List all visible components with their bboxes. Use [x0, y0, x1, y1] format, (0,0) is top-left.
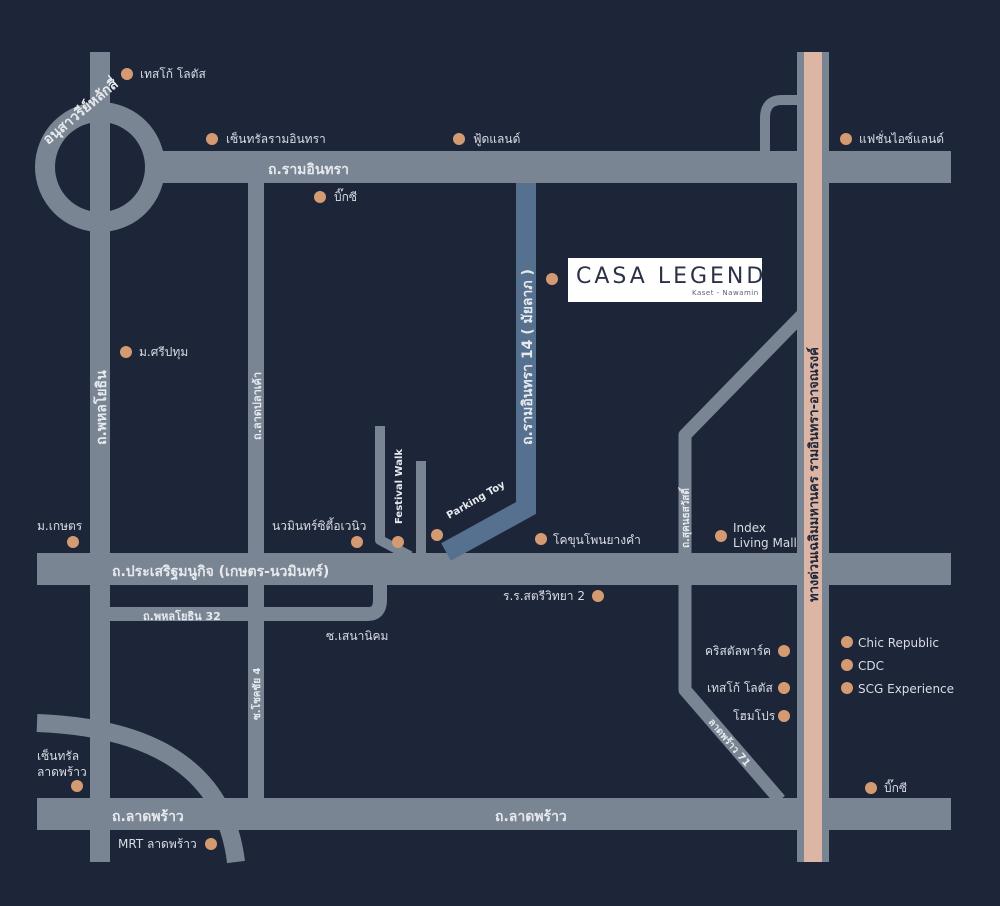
road-label-phahon32: ถ.พหลโยธิน 32: [143, 609, 221, 623]
poi-label-school: ร.ร.สตรีวิทยา 2: [503, 589, 585, 603]
project-name: CASA LEGEND: [576, 264, 766, 289]
road-soi-festival: [375, 426, 413, 561]
road-ladplakhao: [248, 183, 264, 800]
road-label-sukhonthasawat: ถ.สุคนธสวัสดิ์: [678, 487, 692, 548]
road-ramintra-14: [441, 183, 536, 561]
road-label-ladprao71: ลาดพร้าว 71: [706, 716, 753, 769]
poi-dot-central-ladprao: [71, 780, 83, 792]
road-highway-ramp: [760, 95, 805, 151]
road-label-ladprao-right: ถ.ลาดพร้าว: [495, 809, 567, 825]
road-phahon32: [110, 585, 387, 621]
poi-dot-crystal-park: [778, 645, 790, 657]
poi-dot-kokun: [535, 533, 547, 545]
project-marker[interactable]: CASA LEGEND Kaset - Nawamin: [568, 258, 766, 302]
poi-label-bigc-top: บิ๊กซี: [334, 188, 357, 204]
poi-dot-sripatum: [120, 346, 132, 358]
poi-label-tesco-mid: เทสโก้ โลตัส: [707, 681, 773, 695]
poi-dot-bigc-top: [314, 191, 326, 203]
poi-label-cdc: CDC: [858, 659, 884, 673]
road-label-ladplakhao: ถ.ลาดปลาเค้า: [251, 372, 264, 440]
poi-dot-central-ramintra: [206, 133, 218, 145]
poi-dot-homepro: [778, 710, 790, 722]
road-label-highway: ทางด่วนเฉลิมมหานคร รามอินทรา-อาจณรงค์: [806, 347, 822, 602]
poi-dot-casa-legend: [546, 273, 558, 285]
poi-label-chic: Chic Republic: [858, 636, 939, 650]
poi-dot-scg: [841, 682, 853, 694]
poi-dot-chic: [841, 636, 853, 648]
road-sukhonthasawat: [678, 307, 810, 805]
poi-dot-tesco-mid: [778, 682, 790, 694]
poi-dot-foodland: [453, 133, 465, 145]
poi-label-bigc-bottom: บิ๊กซี: [884, 779, 907, 795]
poi-label-mrt: MRT ลาดพร้าว: [118, 837, 197, 851]
poi-dot-fashion-island: [840, 133, 852, 145]
expressway-inner: [804, 52, 822, 862]
project-box: [568, 258, 762, 302]
poi-label-index-2: Living Mall: [733, 536, 797, 550]
poi-dot-parking-toy: [431, 529, 443, 541]
poi-dot-bigc-bottom: [865, 782, 877, 794]
poi-label-homepro: โฮมโปร: [733, 709, 776, 723]
road-label-festival-walk: Festival Walk: [394, 449, 405, 524]
road-label-prasert: ถ.ประเสริฐมนูกิจ (เกษตร-นวมินทร์): [112, 563, 329, 581]
road-ratchadaphisek: [36, 714, 245, 864]
poi-label-fashion-island: แฟชั่นไอซ์แลนด์: [859, 130, 944, 146]
poi-label-tesco-top: เทสโก้ โลตัส: [140, 67, 206, 81]
road-phahonyothin: [90, 52, 110, 862]
poi-dot-school: [592, 590, 604, 602]
poi-label-nawamin-city: นวมินทร์ซิตี้อเวนิว: [272, 517, 366, 533]
road-label-phahonyothin: ถ.พหลโยธิน: [92, 370, 110, 445]
poi-dot-cdc: [841, 659, 853, 671]
poi-label-index-1: Index: [733, 521, 766, 535]
poi-dot-kasetsart: [67, 536, 79, 548]
poi-label-kokun: โคขุนโพนยางคำ: [553, 533, 641, 548]
road-label-ramintra-14: ถ.รามอินทรา 14 ( มัยลาภ ): [520, 269, 536, 445]
road-label-ladprao-left: ถ.ลาดพร้าว: [112, 809, 184, 825]
poi-label-central-ladprao-1: เซ็นทรัล: [37, 748, 79, 763]
poi-dot-index: [715, 530, 727, 542]
poi-dot-mrt: [205, 838, 217, 850]
poi-label-central-ladprao-2: ลาดพร้าว: [37, 765, 87, 779]
road-label-ramintra: ถ.รามอินทรา: [268, 162, 349, 178]
poi-label-foodland: ฟู้ดแลนด์: [473, 132, 520, 147]
poi-dot-tesco-top: [121, 68, 133, 80]
poi-label-sripatum: ม.ศรีปทุม: [139, 345, 188, 360]
poi-label-crystal-park: คริสตัลพาร์ค: [705, 644, 771, 658]
poi-dot-nawamin-city: [351, 536, 363, 548]
poi-dot-festival-walk: [392, 536, 404, 548]
road-label-senanikhom: ซ.เสนานิคม: [326, 629, 388, 643]
poi-label-kasetsart: ม.เกษตร: [37, 519, 83, 533]
project-subtitle: Kaset - Nawamin: [692, 289, 759, 297]
road-label-chokchai4: ซ.โชคชัย 4: [250, 667, 263, 720]
poi-label-central-ramintra: เซ็นทรัลรามอินทรา: [226, 131, 326, 146]
poi-label-scg: SCG Experience: [858, 682, 954, 696]
